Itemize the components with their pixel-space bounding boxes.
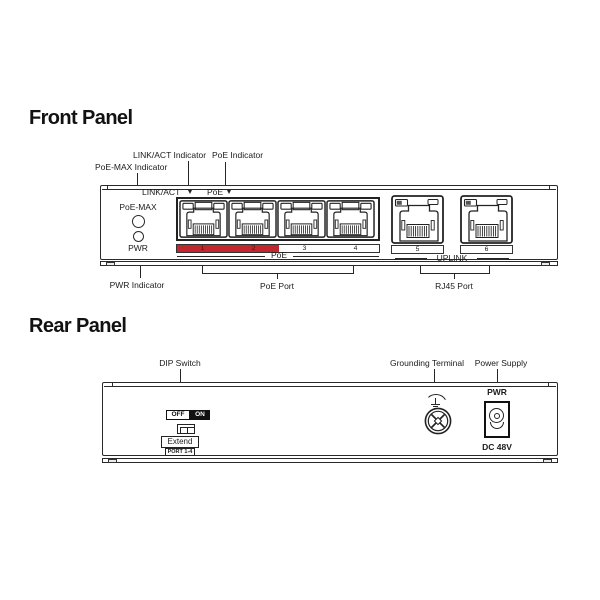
- poe-max-led-label: PoE-MAX: [119, 202, 157, 212]
- poe-active-highlight: [177, 244, 279, 252]
- uplink-line-right: [477, 257, 509, 259]
- ground-bar-2: [432, 406, 438, 407]
- rear-panel-bottom-strip: [102, 458, 558, 463]
- poe-bracket-left: [202, 266, 203, 273]
- front-panel-bottom-strip: [100, 261, 558, 266]
- rj45-bracket-tick: [454, 273, 455, 279]
- rj45-port-1-icon: [179, 200, 228, 238]
- ground-symbol-icon: [434, 398, 436, 404]
- callout-line-pwr: [140, 266, 141, 278]
- port-number-3: 3: [302, 244, 307, 252]
- port-number-4: 4: [353, 244, 358, 252]
- front-panel-top-seam: [102, 189, 556, 190]
- power-voltage-label: DC 48V: [482, 442, 512, 452]
- poe-bracket-tick: [277, 273, 278, 279]
- rear-panel-tick-right: [548, 383, 549, 387]
- rj45-port-2-icon: [228, 200, 277, 238]
- poe-port-number-strip: 1 2 3 4: [176, 243, 380, 253]
- poe-max-led-icon: [131, 214, 145, 228]
- rear-panel-tick-left: [112, 383, 113, 387]
- callout-line-grounding: [434, 369, 435, 393]
- callout-pwr-indicator: PWR Indicator: [109, 280, 165, 290]
- rear-panel-foot-left: [108, 459, 117, 463]
- rj45-port-4-icon: [326, 200, 375, 238]
- uplink-group-label: UPLINK: [436, 252, 468, 263]
- dip-knob-right: [187, 426, 195, 434]
- callout-poe-max-indicator: PoE-MAX Indicator: [95, 162, 168, 172]
- ground-arc-icon: [425, 394, 447, 404]
- rj45-bracket-left: [420, 266, 421, 273]
- grounding-screw-icon: [424, 407, 452, 435]
- rear-panel-title: Rear Panel: [29, 315, 127, 337]
- rj45-bracket-bar: [420, 272, 490, 274]
- front-panel-tick-left: [107, 186, 108, 190]
- pwr-led-label: PWR: [128, 243, 148, 253]
- callout-grounding-terminal: Grounding Terminal: [389, 358, 465, 368]
- pwr-led-icon: [132, 231, 144, 242]
- poe-group-label: PoE: [270, 250, 288, 260]
- poe-group-line-left: [177, 255, 265, 257]
- front-panel-foot-right: [541, 262, 550, 266]
- poe-bracket-right: [353, 266, 354, 273]
- callout-line-link-act: [188, 161, 189, 186]
- power-jack-pin: [493, 412, 500, 419]
- dip-switch-icon: [177, 424, 195, 434]
- port-number-1: 1: [200, 244, 205, 252]
- callout-poe-port: PoE Port: [259, 281, 295, 291]
- callout-poe-indicator: PoE Indicator: [212, 150, 264, 160]
- poe-ports-group: [176, 197, 380, 241]
- callout-power-supply: Power Supply: [474, 358, 528, 368]
- callout-line-power: [497, 369, 498, 386]
- rj45-port-3-icon: [277, 200, 326, 238]
- rj45-port-6-icon: [460, 195, 513, 244]
- port-number-2: 2: [251, 244, 256, 252]
- rear-panel-foot-right: [543, 459, 552, 463]
- callout-dip-switch: DIP Switch: [159, 358, 201, 368]
- rear-panel-top-seam: [104, 386, 556, 387]
- dip-on-label: ON: [190, 410, 210, 420]
- down-arrow-icon: [188, 190, 192, 194]
- power-jack-cup: [489, 422, 504, 429]
- rj45-port-5-icon: [391, 195, 444, 244]
- dip-extend-label: Extend: [161, 436, 199, 448]
- dip-off-label: OFF: [166, 410, 190, 420]
- uplink-port-6: [460, 195, 513, 244]
- front-panel-title: Front Panel: [29, 107, 133, 129]
- uplink-port-5: [391, 195, 444, 244]
- callout-rj45-port: RJ45 Port: [435, 281, 473, 291]
- down-arrow-icon: [227, 190, 231, 194]
- dip-port-range-label: PORT 1-4: [165, 447, 195, 456]
- port-number-5: 5: [391, 245, 444, 254]
- panel-label-poe: PoE: [207, 187, 224, 197]
- front-panel-tick-right: [549, 186, 550, 190]
- power-jack-icon: [484, 401, 510, 438]
- rj45-bracket-right: [489, 266, 490, 273]
- panel-label-link-act: LINK/ACT: [142, 187, 181, 197]
- poe-group-line-right: [293, 255, 379, 257]
- port-number-6: 6: [460, 245, 513, 254]
- power-pwr-label: PWR: [487, 387, 507, 397]
- uplink-line-left: [395, 257, 427, 259]
- callout-line-poe: [225, 162, 226, 186]
- poe-bracket-bar: [202, 272, 354, 274]
- ground-bar-1: [430, 404, 440, 405]
- callout-link-act-indicator: LINK/ACT Indicator: [133, 150, 207, 160]
- front-panel-foot-left: [106, 262, 115, 266]
